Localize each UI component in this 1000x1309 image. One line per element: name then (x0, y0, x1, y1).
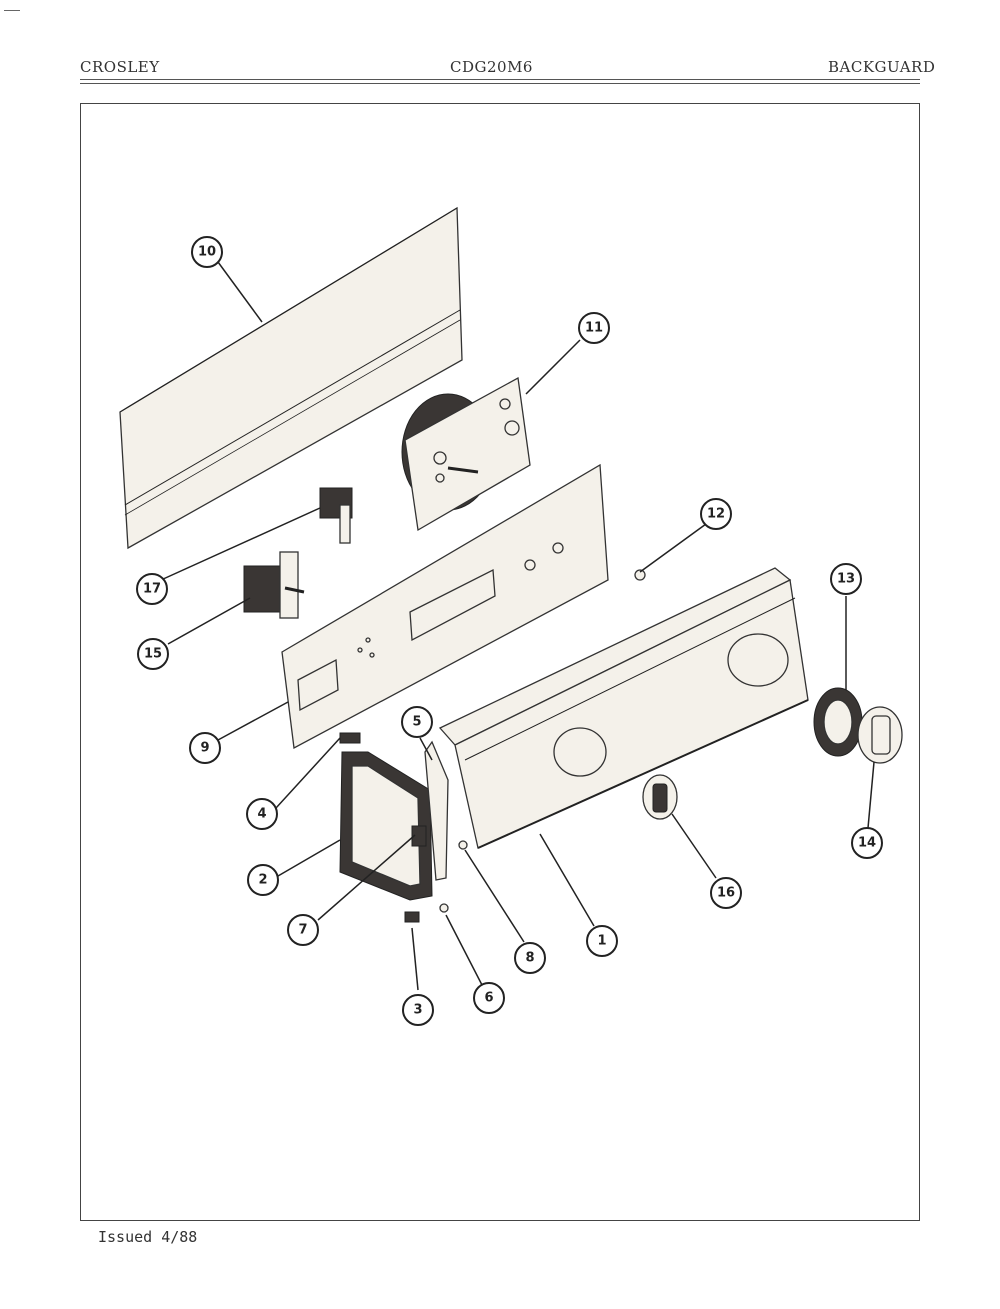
callout-4: 4 (246, 798, 278, 830)
part-rear-panel (119, 206, 463, 550)
part-clip (339, 732, 361, 744)
callout-8: 8 (514, 942, 546, 974)
svg-text:3: 3 (413, 1003, 422, 1018)
svg-text:13: 13 (837, 572, 855, 587)
header-rule (80, 79, 920, 80)
part-selector-switch (243, 551, 305, 619)
part-control-panel (281, 463, 609, 750)
svg-text:10: 10 (198, 245, 216, 260)
svg-text:15: 15 (144, 647, 162, 662)
callout-13: 13 (830, 563, 862, 595)
part-selector-knob (642, 774, 678, 820)
svg-text:7: 7 (298, 923, 307, 938)
callout-10: 10 (191, 236, 223, 268)
header-model: CDG20M6 (450, 58, 533, 76)
svg-text:17: 17 (143, 582, 161, 597)
svg-text:11: 11 (585, 321, 603, 336)
part-screw-3 (634, 569, 646, 581)
svg-text:8: 8 (525, 951, 534, 966)
callout-5: 5 (401, 706, 433, 738)
callout-17: 17 (136, 573, 168, 605)
svg-text:12: 12 (707, 507, 725, 522)
svg-text:9: 9 (200, 741, 209, 756)
header-brand: CROSLEY (80, 58, 160, 76)
callout-11: 11 (578, 312, 610, 344)
part-end-cap (339, 751, 433, 901)
header-rule-2 (80, 83, 920, 84)
part-mounting-clip (411, 825, 427, 847)
part-knob-skirt (813, 687, 863, 757)
part-small-switch (319, 487, 353, 544)
callout-9: 9 (189, 732, 221, 764)
svg-text:1: 1 (597, 934, 606, 949)
part-timer-knob (857, 706, 903, 764)
leader-lines (160, 261, 875, 991)
svg-text:14: 14 (858, 836, 876, 851)
svg-text:5: 5 (412, 715, 421, 730)
svg-text:6: 6 (484, 991, 493, 1006)
scan-mark (4, 10, 20, 11)
part-timer (401, 376, 531, 532)
callout-2: 2 (247, 864, 279, 896)
svg-text:4: 4 (257, 807, 266, 822)
callout-7: 7 (287, 914, 319, 946)
callout-6: 6 (473, 982, 505, 1014)
part-backguard-housing (438, 567, 809, 849)
part-trim-strip (424, 740, 449, 881)
callout-14: 14 (851, 827, 883, 859)
callout-12: 12 (700, 498, 732, 530)
svg-text:16: 16 (717, 886, 735, 901)
header-section: BACKGUARD (828, 58, 936, 76)
issued-date: Issued 4/88 (98, 1228, 198, 1246)
diagram-frame (80, 103, 920, 1221)
part-screw-2 (458, 840, 468, 850)
callout-3: 3 (402, 994, 434, 1026)
svg-text:2: 2 (258, 873, 267, 888)
callout-15: 15 (137, 638, 169, 670)
part-small-clip (404, 911, 420, 923)
callout-16: 16 (710, 877, 742, 909)
part-screw (439, 903, 449, 913)
callout-1: 1 (586, 925, 618, 957)
